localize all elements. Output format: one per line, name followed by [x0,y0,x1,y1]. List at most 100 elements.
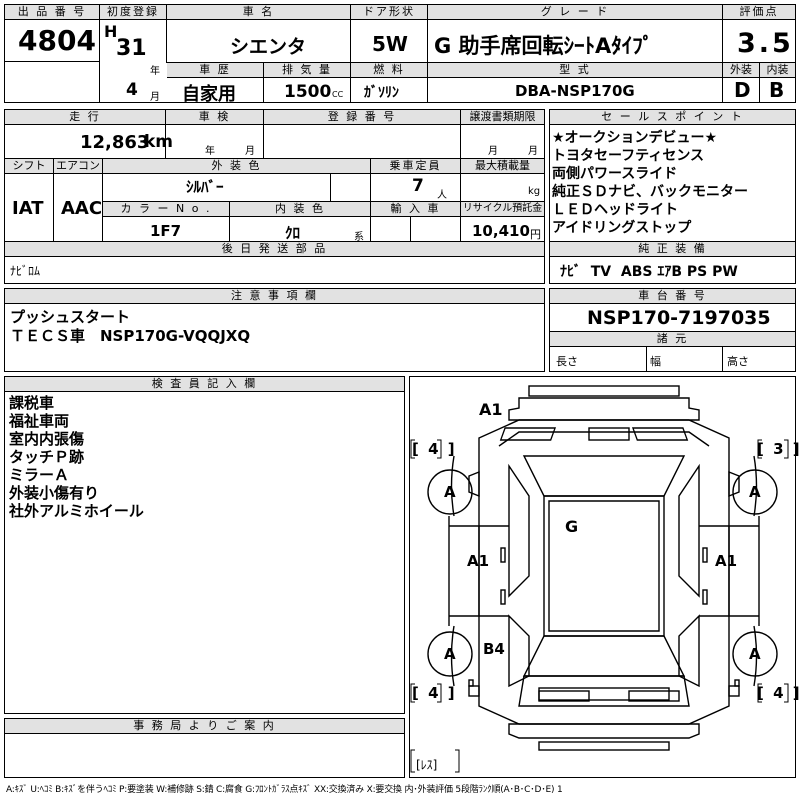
yen-unit: 円 [530,228,541,241]
spare-tire-status: [ﾚｽ] [416,758,438,772]
era-value: H [104,22,118,41]
selling-points-box [549,109,796,284]
model-code-value: DBA-NSP170G [515,82,635,100]
damage-roof: G [565,517,579,536]
displacement-value: 1500 [284,82,332,102]
wheel-front-right: A [749,483,761,501]
max-load-label: 最大積載量 [461,159,544,174]
year-value: 31 [116,36,147,61]
damage-left-door: A1 [467,552,490,570]
shift-value: IAT [12,198,44,219]
specs-label: 諸 元 [550,332,795,347]
note-item: プッシュスタート [10,308,131,326]
car-name-label: 車 名 [167,5,350,20]
genuine-equip-label: 純 正 装 備 [550,242,795,257]
door-value: 5W [372,32,408,56]
recycle-value: 10,410 [472,222,530,240]
interior-grade-value: B [769,78,785,102]
height-label: 高さ [727,355,749,368]
notes-box [4,288,545,372]
grade-label: グ レ ー ド [428,5,722,20]
selling-point-item: ★オークションデビュー★ [552,130,718,146]
mid-info-table [4,109,545,284]
lot-no-label: 出 品 番 号 [5,5,99,20]
exterior-grade-value: D [734,78,751,102]
inspector-note-item: タッチＰ跡 [9,448,85,466]
displacement-label: 排 気 量 [264,63,350,78]
fuel-value: ｶﾞｿﾘﾝ [364,85,399,101]
month-unit: 月 [150,92,160,103]
selling-point-item: アイドリングストップ [552,220,692,236]
inspector-note-item: 社外アルミホイール [9,502,144,520]
interior-grade-label: 内装 [760,63,795,78]
wheel-front-left: A [444,483,456,501]
history-value: 自家用 [182,84,236,105]
recycle-label: リサイクル預託金 [461,202,544,217]
tread-rear-left: [ 4 ] [412,684,457,702]
inspection-year-unit: 年 [205,146,215,157]
kei-unit: 系 [354,232,364,243]
person-unit: 人 [437,190,447,201]
car-name-value: シエンタ [230,36,307,58]
score-label: 評価点 [723,5,795,20]
selling-points-label: セ ー ル ス ポ イ ン ト [550,110,795,125]
year-unit: 年 [150,66,160,77]
ext-color-value: ｼﾙﾊﾞｰ [186,178,224,196]
length-label: 長さ [556,355,578,368]
score-value: 3.5 [737,28,794,59]
selling-point-item: トヨタセーフティセンス [552,148,705,164]
int-color-label: 内 装 色 [230,202,370,217]
inspection-month-unit: 月 [245,146,255,157]
car-diagram-box [409,376,796,778]
tread-front-right: [ 3 ] [757,440,800,458]
inspector-note-item: 課税車 [9,394,55,412]
width-label: 幅 [650,355,661,368]
door-label: ドア形状 [351,5,427,20]
notes-label: 注 意 事 項 欄 [5,289,544,304]
int-color-value: ｸﾛ [285,224,301,242]
selling-points-list: ★オークションデビュー★ トヨタセーフティセンス 両側パワースライド 純正ＳＤナ… [552,129,748,237]
top-info-table [4,4,796,103]
aircon-value: AAC [61,198,103,219]
damage-rear-left: B4 [483,640,505,658]
model-code-label: 型 式 [428,63,722,78]
later-parts-value: ﾅﾋﾞﾛﾑ [10,264,41,278]
fuel-label: 燃 料 [351,63,427,78]
tread-rear-right: [ 4 ] [757,684,800,702]
office-label: 事 務 局 よ り ご 案 内 [5,719,404,734]
later-parts-label: 後 日 発 送 部 品 [5,242,544,257]
inspector-note-item: ミラーＡ [9,466,70,484]
inspector-note-item: 室内内張傷 [9,430,85,448]
km-unit: km [144,132,174,152]
inspector-note-item: 福祉車両 [9,412,70,430]
car-diagram [410,385,789,773]
month-value: 4 [126,80,138,100]
inspector-notes-list: 課税車 福祉車両 室内内張傷 タッチＰ跡 ミラーＡ 外装小傷有り 社外アルミホイ… [9,394,144,520]
mileage-label: 走 行 [5,110,165,125]
aircon-label: エアコン [54,159,102,174]
capacity-label: 乗車定員 [371,159,460,174]
capacity-value: 7 [412,176,424,196]
damage-front-bumper: A1 [479,400,503,419]
genuine-equip-value: ﾅﾋﾞ TV ABS ｴｱB PS PW [560,264,738,280]
lot-no-value: 4804 [18,24,96,57]
selling-point-item: 両側パワースライド [552,166,678,182]
transfer-day-unit: 月 [528,146,538,157]
office-box [4,718,405,778]
cc-unit: CC [332,90,344,99]
inspection-label: 車 検 [166,110,263,125]
inspector-box [4,376,405,714]
grade-value: G 助手席回転ｼｰﾄAﾀｲﾌﾟ [434,34,654,58]
wheel-rear-right: A [749,645,761,663]
tread-front-left: [ 4 ] [412,440,457,458]
inspector-label: 検 査 員 記 入 欄 [5,377,404,392]
ext-color-label: 外 装 色 [103,159,370,174]
transfer-month-unit: 月 [488,146,498,157]
notes-list: プッシュスタート ＴＥＣＳ車 NSP170G-VQQJXQ [10,308,250,346]
first-reg-label: 初度登録 [100,5,166,20]
kg-unit: kg [528,186,541,197]
selling-point-item: ＬＥＤヘッドライト [552,202,678,218]
chassis-no-value: NSP170-7197035 [587,307,771,329]
wheel-rear-left: A [444,645,456,663]
damage-legend: A:ｷｽﾞ U:ﾍｺﾐ B:ｷｽﾞを伴うﾍｺﾐ P:要塗装 W:補修跡 S:錆 … [6,785,563,795]
